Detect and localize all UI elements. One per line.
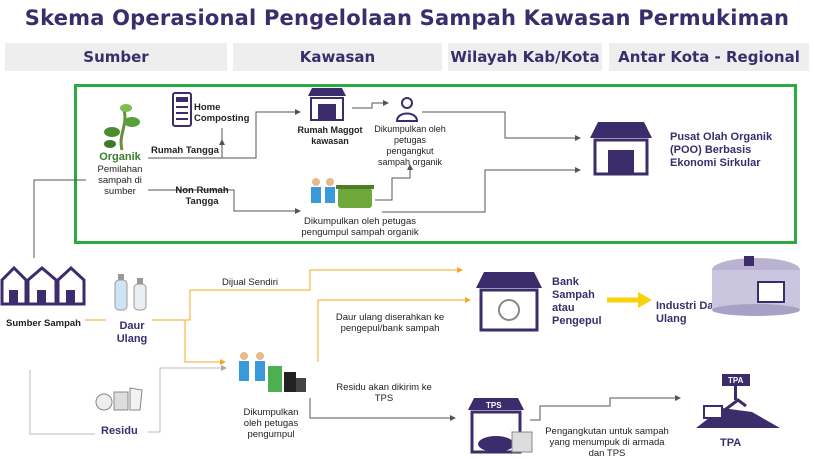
industri-label: Industri Daur Ulang <box>656 300 725 325</box>
pengangkutan-label: Pengangkutan untuk sampah yang menumpuk … <box>545 426 669 459</box>
organic-heading: Organik <box>99 151 141 163</box>
tps-building-icon <box>466 396 534 459</box>
tps-sign: TPS <box>486 401 502 410</box>
column-header-kawasan: Kawasan <box>233 43 442 71</box>
organic-section-box <box>74 84 797 244</box>
collectors-bins-icon <box>236 350 308 399</box>
residu-label: Residu <box>101 425 138 437</box>
officer-collected-label: Dikumpulkan oleh petugas pengangkut samp… <box>374 124 446 167</box>
page-title: Skema Operasional Pengelolaan Sampah Kaw… <box>24 6 790 30</box>
residue-waste-icon <box>94 376 144 421</box>
daur-ulang-label: Daur Ulang <box>116 320 148 345</box>
rumah-maggot-label: Rumah Maggot kawasan <box>297 125 363 146</box>
tpa-label: TPA <box>720 437 742 449</box>
column-header-wilayah: Wilayah Kab/Kota <box>448 43 602 71</box>
column-header-regional: Antar Kota - Regional <box>609 43 809 71</box>
poo-facility-icon <box>588 120 654 181</box>
rumah-tangga-label: Rumah Tangga <box>151 145 219 156</box>
collection-officer-icon <box>394 96 420 127</box>
poo-label: Pusat Olah Organik (POO) Berbasis Ekonom… <box>670 131 773 169</box>
tpa-excavator-icon <box>692 372 784 437</box>
bottles-icon <box>112 272 152 317</box>
residu-tps-label: Residu akan dikirim ke TPS <box>336 382 432 404</box>
non-rumah-tangga-label: Non Rumah Tangga <box>175 185 229 207</box>
collectors-label: Dikumpulkan oleh petugas pengumpul <box>243 407 299 440</box>
organic-collected-label: Dikumpulkan oleh petugas pengumpul sampa… <box>301 216 419 238</box>
houses-icon <box>0 264 86 311</box>
organic-workers-bins-icon <box>308 176 378 217</box>
tpa-sign: TPA <box>728 376 744 385</box>
dijual-sendiri-label: Dijual Sendiri <box>222 277 278 288</box>
diserahkan-label: Daur ulang diserahkan ke pengepul/bank s… <box>335 312 445 334</box>
home-composting-label: Home Composting <box>194 102 250 124</box>
bank-sampah-label: Bank Sampah atau Pengepul <box>552 276 602 327</box>
organic-plant-icon <box>100 100 144 157</box>
column-header-sumber: Sumber <box>5 43 227 71</box>
organic-description: Pemilahan sampah di sumber <box>97 164 143 197</box>
bank-sampah-icon <box>474 270 544 337</box>
maggot-house-icon <box>306 86 348 127</box>
compost-bin-icon <box>172 92 192 133</box>
industry-tank-icon <box>704 254 804 321</box>
sumber-sampah-label: Sumber Sampah <box>6 318 81 329</box>
